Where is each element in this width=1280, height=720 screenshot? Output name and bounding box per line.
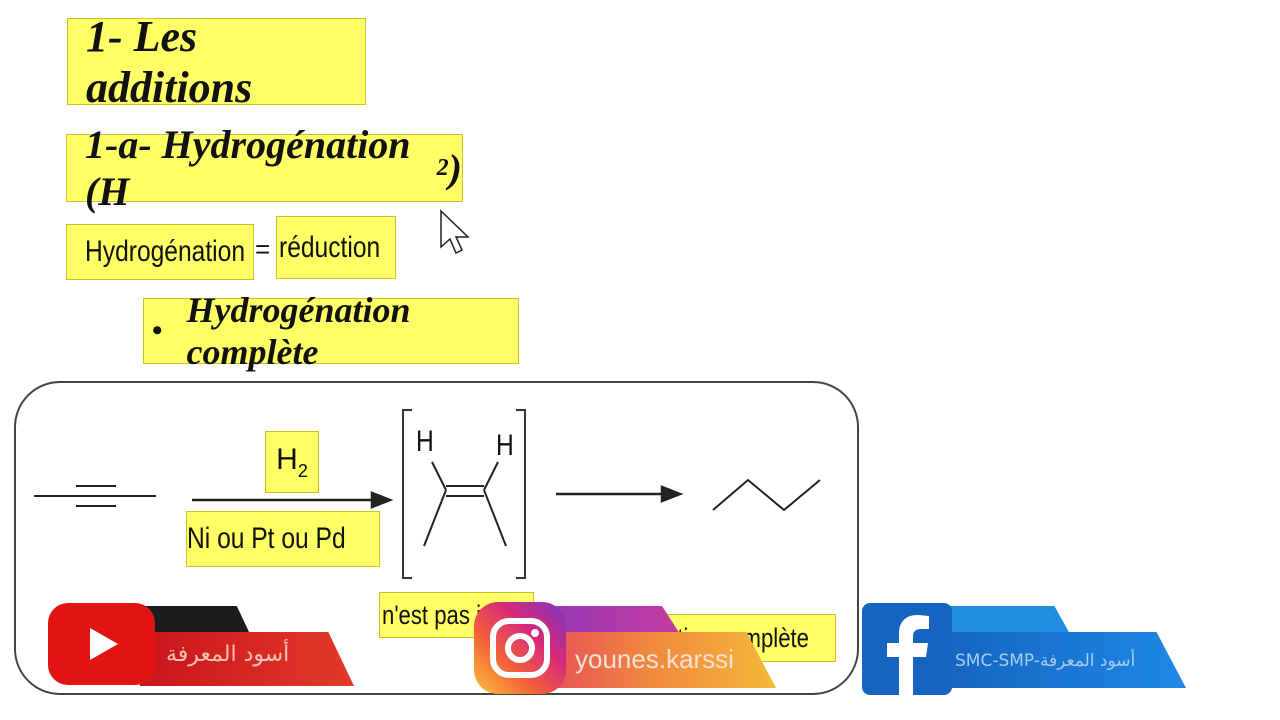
section-title: 1- Les additions xyxy=(67,12,366,112)
reduction-label: réduction xyxy=(279,230,381,264)
instagram-handle: younes.karssi xyxy=(575,644,734,674)
reagent-subscript: 2 xyxy=(297,460,308,481)
hydrogen-left-label: H xyxy=(415,425,434,458)
hydrogenation-label: Hydrogénation xyxy=(85,235,246,268)
equals-sign: = xyxy=(255,234,271,264)
facebook-banner-top xyxy=(940,606,1070,634)
reagent-box: H2 xyxy=(265,431,319,493)
facebook-banner[interactable] xyxy=(940,632,1186,688)
reaction-arrow-2 xyxy=(556,485,684,503)
reaction-arrow-1 xyxy=(192,491,394,509)
catalyst-label: Ni ou Pt ou Pd xyxy=(187,522,346,555)
reduction-label-box: réduction xyxy=(276,216,396,279)
instagram-icon xyxy=(490,618,550,678)
subsection-title: 1-a- Hydrogénation (H 2) xyxy=(66,122,463,214)
intermediate-brackets xyxy=(402,409,526,579)
reagent-label: H2 xyxy=(276,443,308,482)
youtube-channel-name: أسود المعرفة xyxy=(166,642,290,667)
facebook-icon xyxy=(887,615,929,695)
facebook-logo[interactable] xyxy=(862,603,952,695)
facebook-page-name: SMC-SMP-أسود المعرفة xyxy=(955,651,1136,671)
alkyne-structure xyxy=(34,485,156,507)
hydrogen-right-label: H xyxy=(495,429,514,462)
bullet-complete-hydrogenation: • Hydrogénation complète xyxy=(143,290,519,372)
play-icon xyxy=(89,628,118,660)
cis-alkene-structure xyxy=(423,461,507,547)
youtube-banner[interactable] xyxy=(140,632,354,686)
subsection-title-close: ) xyxy=(448,145,462,191)
alkane-structure xyxy=(712,478,821,512)
youtube-logo[interactable] xyxy=(48,603,155,685)
youtube-banner-top xyxy=(140,606,250,634)
cursor-icon xyxy=(440,209,470,255)
reagent-symbol: H xyxy=(276,442,298,476)
catalyst-box: Ni ou Pt ou Pd xyxy=(186,511,380,567)
subsection-title-text: 1-a- Hydrogénation (H xyxy=(85,122,411,214)
section-title-text: 1- Les additions xyxy=(86,11,253,112)
intermediate-note: n'est pas i xyxy=(382,599,482,630)
bullet-dot: • xyxy=(152,314,163,347)
instagram-logo[interactable] xyxy=(474,602,566,694)
bullet-text: Hydrogénation complète xyxy=(186,290,411,372)
hydrogenation-label-box: Hydrogénation xyxy=(66,224,254,280)
instagram-banner[interactable] xyxy=(530,632,776,688)
subsection-title-subscript: 2 xyxy=(436,154,449,181)
